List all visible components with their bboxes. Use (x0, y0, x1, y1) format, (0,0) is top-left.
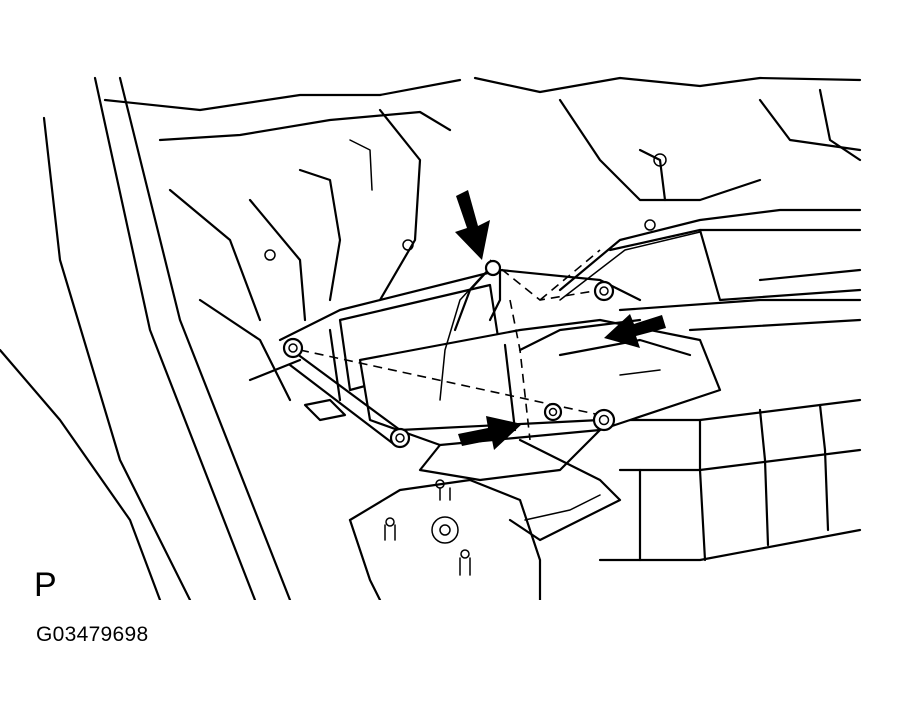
harness-clip (248, 358, 347, 422)
arrow-left-indicator (604, 314, 666, 348)
strut-tower (348, 478, 542, 602)
nut-right (592, 408, 616, 432)
nut-bottom-left (389, 427, 411, 449)
arrow-right-indicator (458, 416, 522, 450)
fasteners (282, 259, 616, 449)
arrow-down-indicator (455, 190, 490, 260)
view-label: P (34, 566, 57, 604)
connector-top (484, 259, 502, 277)
nut-center (543, 402, 563, 422)
figure-id: G03479698 (36, 623, 149, 646)
indicator-arrows (455, 190, 666, 450)
nut-left (282, 337, 304, 359)
body-structure (0, 76, 862, 602)
right-panel-structure (598, 228, 862, 562)
engine-bay-illustration (0, 76, 862, 602)
nut-top-right (593, 280, 615, 302)
ecu-assembly (328, 283, 722, 482)
